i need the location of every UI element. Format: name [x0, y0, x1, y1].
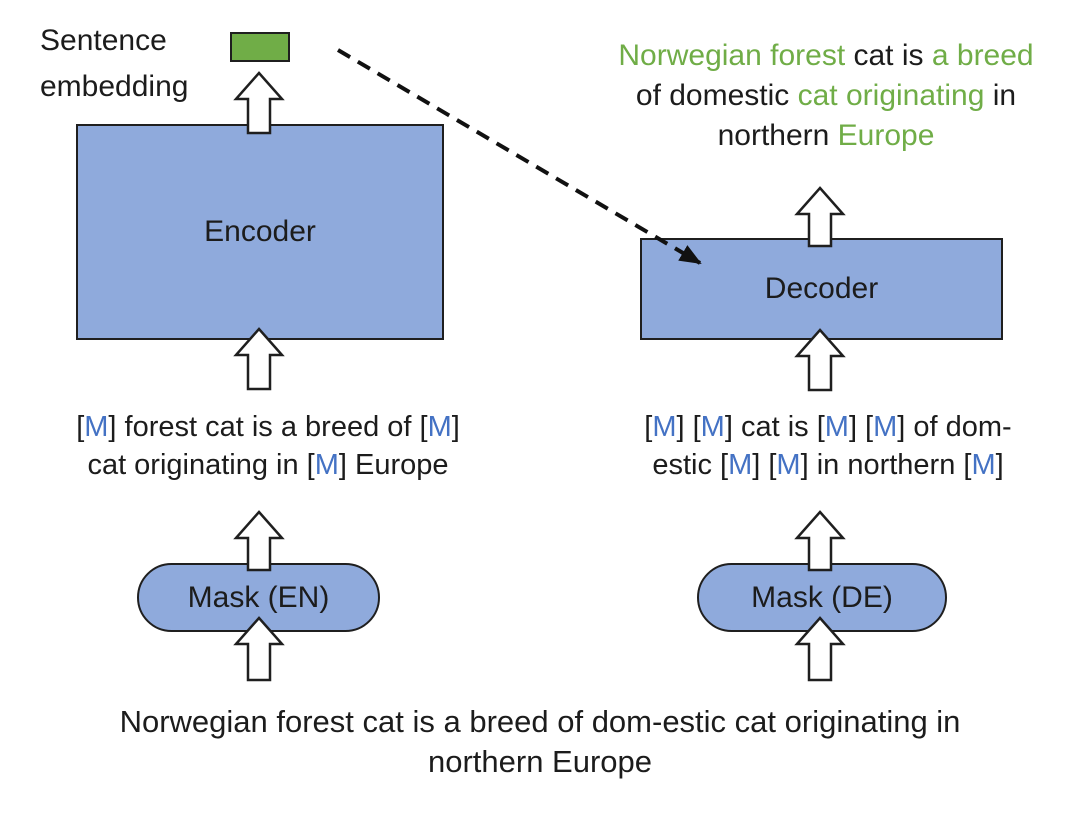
- mask-en-pill: Mask (EN): [137, 563, 380, 632]
- mask-de-label: Mask (DE): [751, 580, 893, 614]
- decoder-box: Decoder: [640, 238, 1003, 340]
- encoder-box: Encoder: [76, 124, 444, 340]
- encoder-label: Encoder: [204, 215, 316, 248]
- sentence-embedding-vector: [230, 32, 290, 62]
- source-sentence-text: Norwegian forest cat is a breed of dom-e…: [119, 704, 961, 779]
- decoder-label: Decoder: [764, 272, 879, 305]
- masked-input-en-text: [M] forest cat is a breed of [M]cat orig…: [76, 411, 460, 481]
- masked-input-de-text: [M] [M] cat is [M] [M] of dom-estic [M] …: [644, 411, 1012, 481]
- sentence-embedding-label: Sentence embedding: [40, 24, 189, 103]
- mask-en-label: Mask (EN): [187, 580, 330, 614]
- mask-en-output-up-arrow-icon: [233, 510, 285, 572]
- mask-de-pill: Mask (DE): [697, 563, 947, 632]
- mask-de-output-up-arrow-icon: [794, 510, 846, 572]
